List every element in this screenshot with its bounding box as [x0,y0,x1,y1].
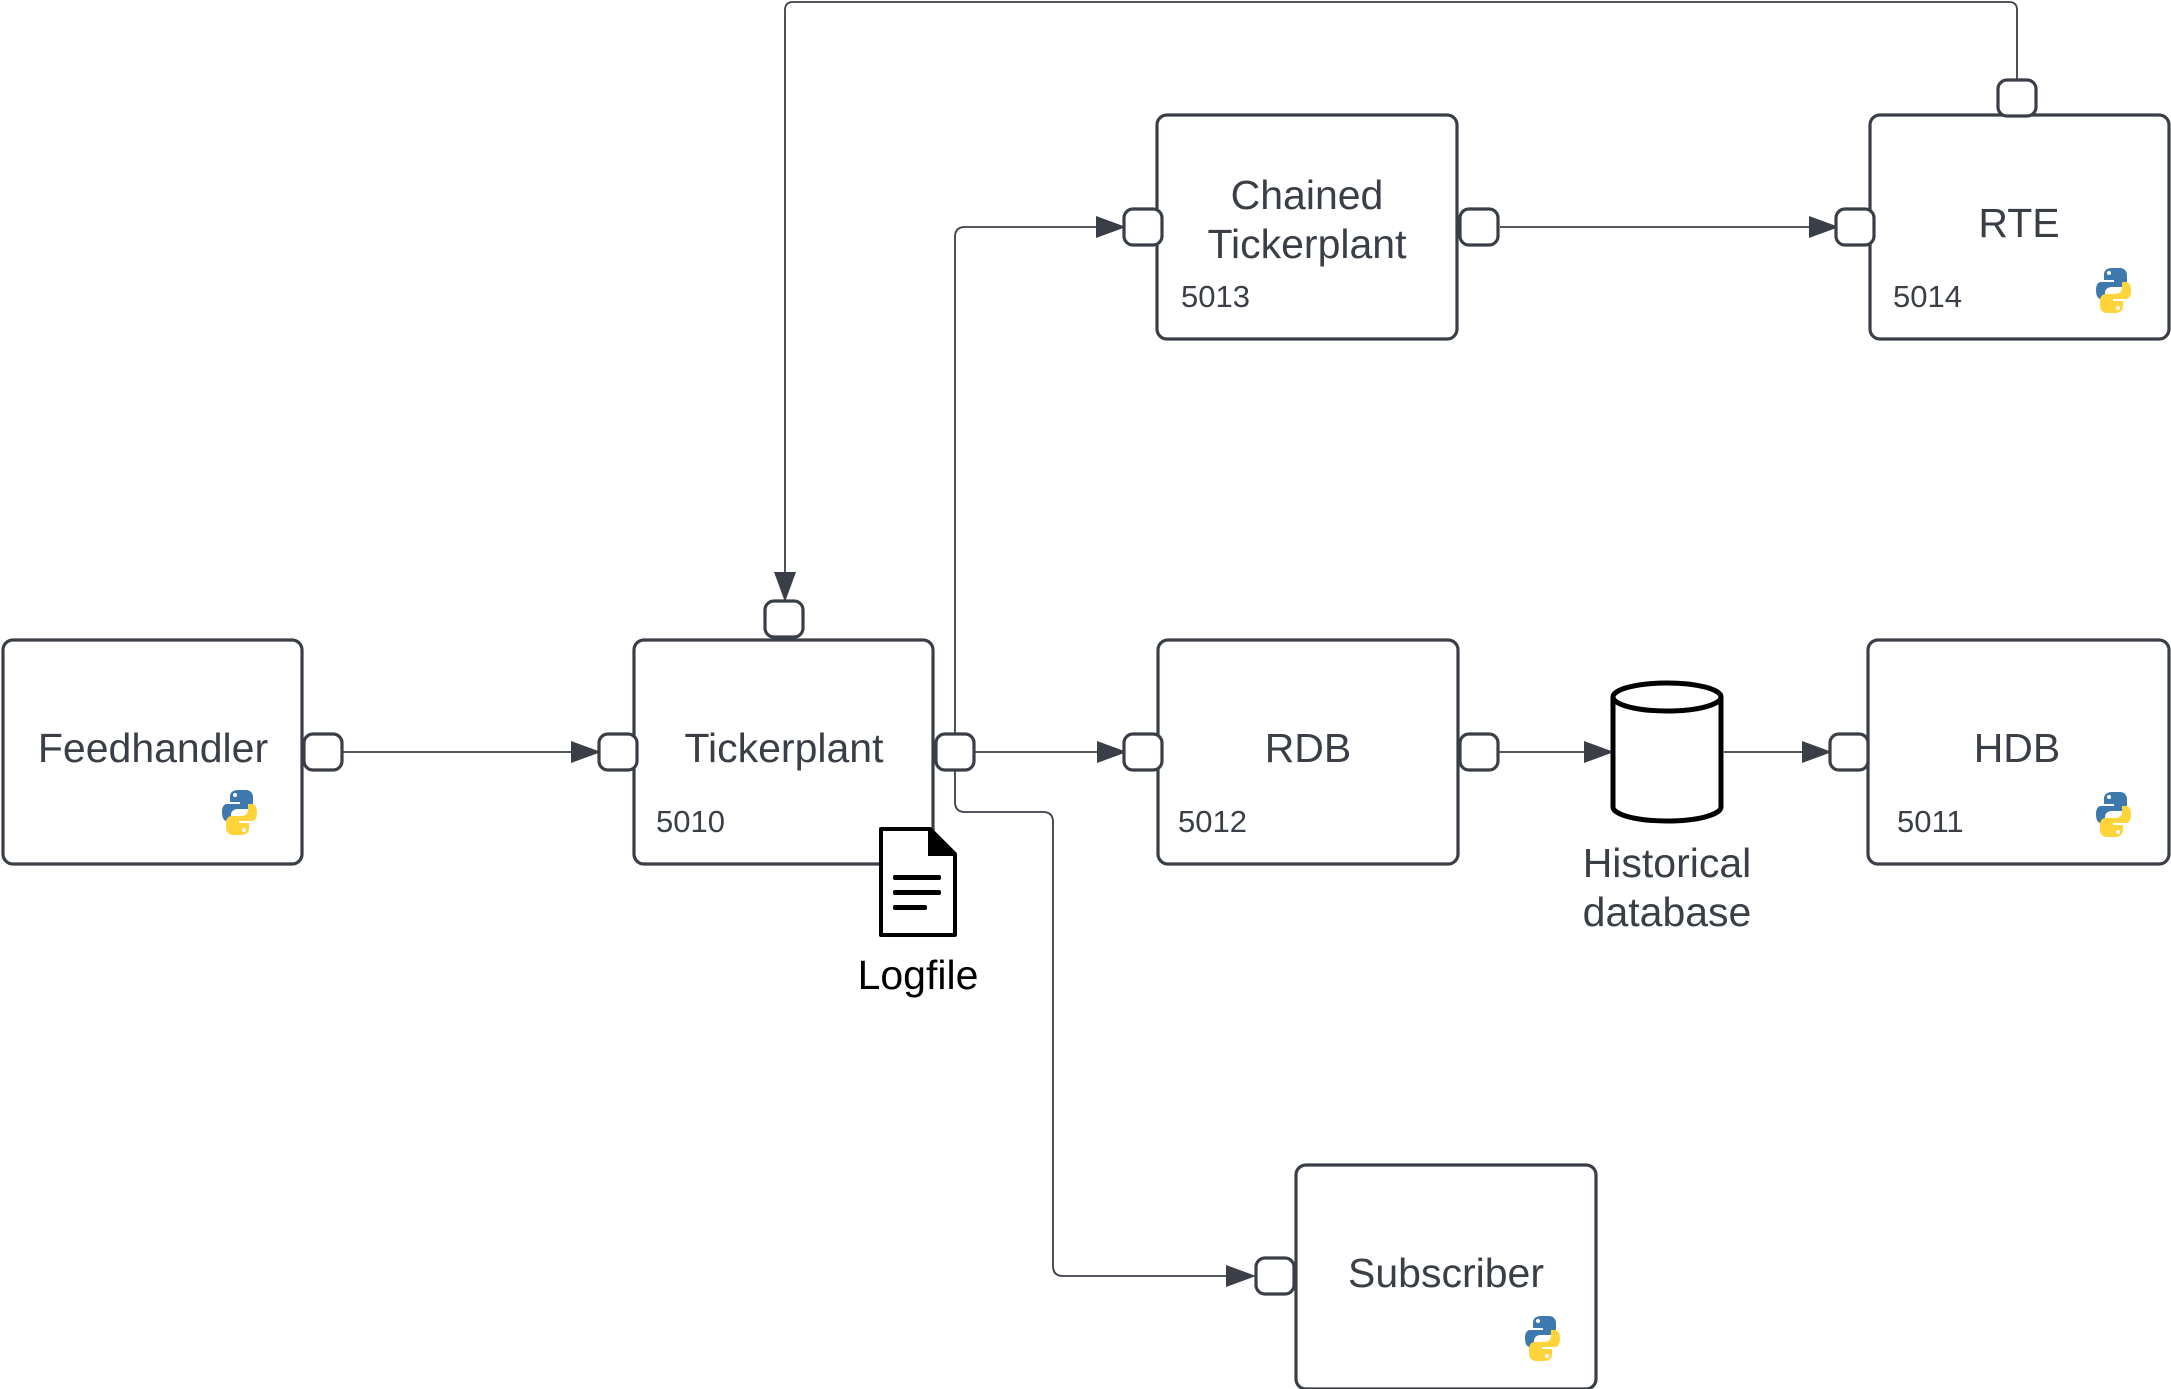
document-icon [879,827,957,937]
feedhandler-label: Feedhandler [38,725,268,771]
node-rte[interactable]: RTE 5014 [1834,78,2171,341]
hdb-input-port[interactable] [1828,732,1870,772]
subscriber-box[interactable] [1294,1163,1598,1389]
rdb-output-port[interactable] [1458,732,1500,772]
node-feedhandler[interactable]: Feedhandler [1,638,344,866]
edge-tickerplant-to-subscriber [954,752,1256,1287]
chained-tickerplant-label-line2: Tickerplant [1208,221,1408,267]
node-hdb[interactable]: HDB 5011 [1828,638,2171,866]
feedhandler-output-port[interactable] [302,732,344,772]
tickerplant-port-number: 5010 [656,804,725,839]
chained-tickerplant-label-line1: Chained [1231,172,1384,218]
chained-tickerplant-input-port[interactable] [1122,207,1164,247]
edge-rte-to-tickerplant-feedback [774,1,2018,602]
node-tickerplant[interactable]: Tickerplant 5010 [597,599,976,866]
rte-port-number: 5014 [1893,279,1962,314]
chained-tickerplant-port-number: 5013 [1181,279,1250,314]
subscriber-input-port[interactable] [1254,1256,1296,1296]
edge-tickerplant-to-chained-tickerplant [954,216,1126,752]
rte-input-port[interactable] [1834,207,1876,247]
hdb-label: HDB [1974,725,2061,771]
historical-database-label-line1: Historical [1583,840,1752,886]
tickerplant-label: Tickerplant [685,725,885,771]
rte-label: RTE [1978,200,2059,246]
tickerplant-top-port[interactable] [763,599,805,639]
rdb-port-number: 5012 [1178,804,1247,839]
node-rdb[interactable]: RDB 5012 [1122,638,1500,866]
cylinder-database-icon [1610,680,1724,824]
historical-database: Historical database [1583,680,1752,935]
tickerplant-input-port[interactable] [597,732,639,772]
chained-tickerplant-output-port[interactable] [1458,207,1500,247]
node-chained-tickerplant[interactable]: Chained Tickerplant 5013 [1122,113,1500,341]
logfile: Logfile [858,827,979,998]
logfile-label: Logfile [858,952,979,998]
rdb-input-port[interactable] [1122,732,1164,772]
edges [341,1,2018,1287]
historical-database-label-line2: database [1583,889,1752,935]
rte-top-port[interactable] [1996,78,2038,118]
subscriber-label: Subscriber [1348,1250,1544,1296]
rdb-label: RDB [1265,725,1352,771]
hdb-port-number: 5011 [1897,804,1964,839]
node-subscriber[interactable]: Subscriber [1254,1163,1598,1389]
tickerplant-output-port[interactable] [934,732,976,772]
